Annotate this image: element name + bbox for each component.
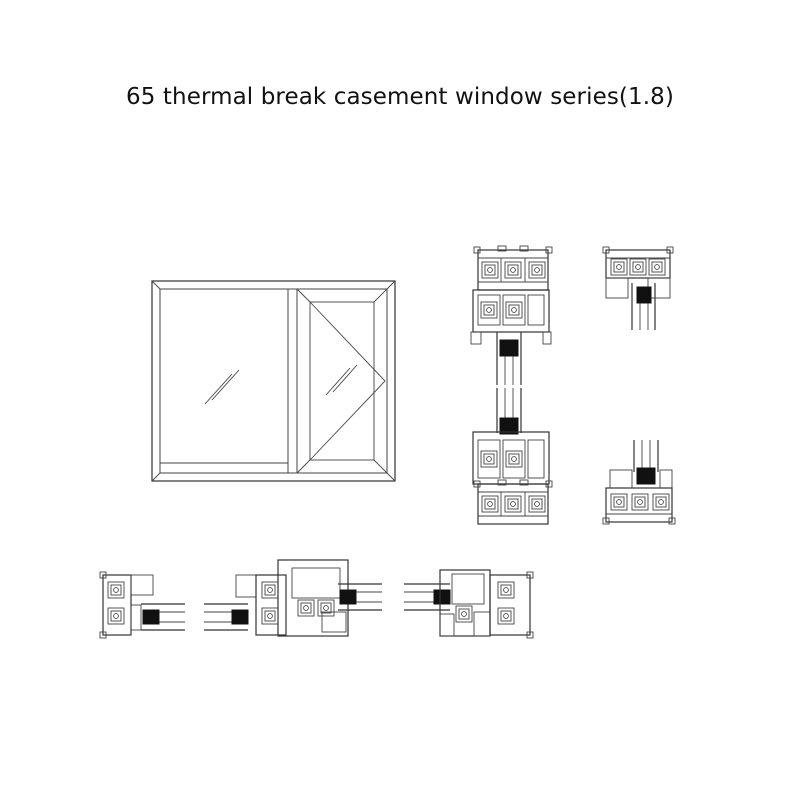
glazing-gasket [636,467,656,485]
casement-glass [309,301,375,461]
section-mullion [204,559,382,637]
section-head-fixed [602,246,674,330]
section-jamb-left [99,571,185,639]
glass-reflection-mark [325,367,351,396]
section-jamb-right [404,569,534,639]
glazing-gasket [339,589,357,605]
casement-sash [296,288,388,474]
inner-frame [159,288,388,474]
window-elevation [151,280,396,482]
section-sill-casement [472,388,552,524]
glazing-gasket [636,286,652,304]
fixed-pane [159,288,289,474]
page-title: 65 thermal break casement window series(… [126,84,674,110]
outer-frame [151,280,396,482]
glazing-gasket [433,589,451,605]
section-sill-fixed [602,440,676,525]
glazing-gasket [499,417,519,435]
glazing-gasket [231,609,249,625]
glazing-gasket [499,339,519,357]
mullion [287,288,298,474]
section-head-casement [470,246,552,385]
glazing-gasket [142,609,160,625]
opening-indicator [309,301,386,461]
glass-reflection-mark [204,373,233,405]
